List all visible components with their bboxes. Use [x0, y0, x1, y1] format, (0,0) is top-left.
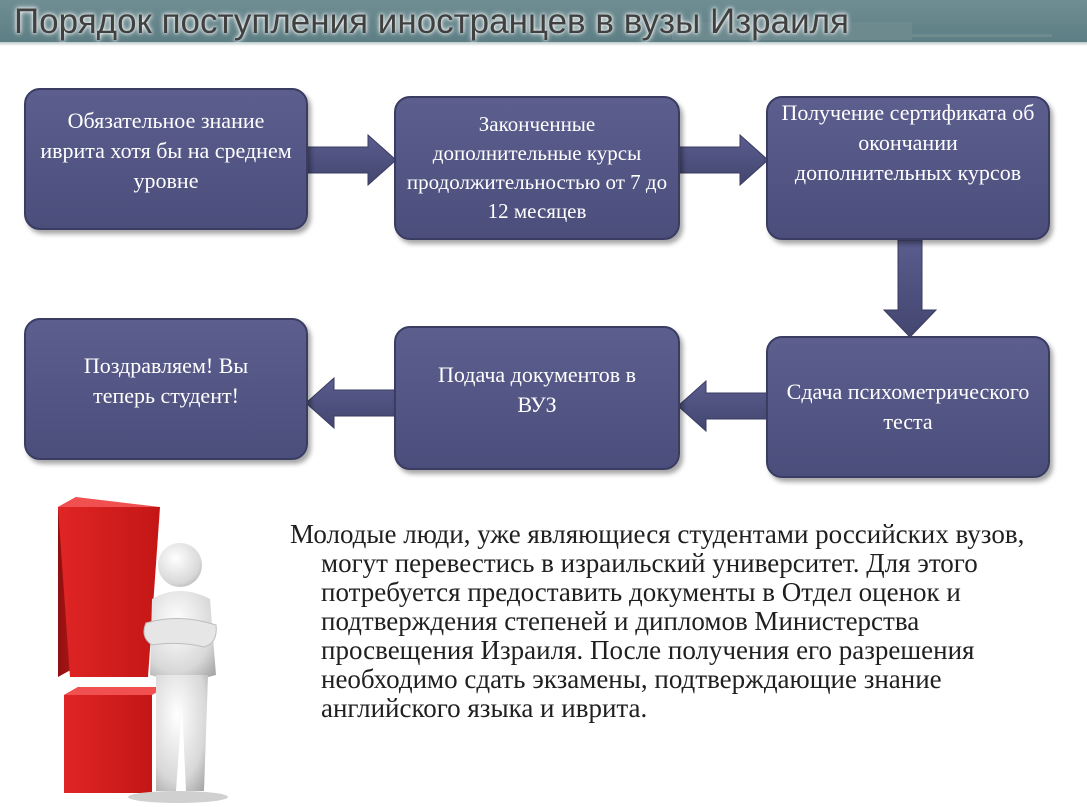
step-box-congrats: Поздравляем! Вы теперь студент! — [24, 318, 308, 460]
step-box-documents: Подача документов в ВУЗ — [394, 326, 680, 470]
step-text-courses: Законченные дополнительные курсы продолж… — [406, 112, 668, 223]
arrow-step4-to-step5 — [677, 379, 769, 433]
step-box-courses: Законченные дополнительные курсы продолж… — [394, 96, 680, 240]
figure-shadow — [128, 791, 228, 803]
step-text-hebrew: Обязательное знание иврита хотя бы на ср… — [40, 108, 292, 193]
header-accent-block — [672, 22, 912, 40]
exclamation-bar-front — [58, 507, 160, 677]
step-text-certificate: Получение сертификата об окончании допол… — [781, 100, 1035, 185]
step-text-psychometric: Сдача психометрического теста — [786, 379, 1030, 434]
header-accent-line — [912, 34, 1052, 37]
exclamation-dot-top — [64, 687, 166, 695]
arrow-step1-to-step2 — [305, 133, 397, 187]
figure-arms — [143, 617, 217, 648]
page-title: Порядок поступления иностранцев в вузы И… — [14, 2, 850, 41]
arrow-step2-to-step3 — [677, 133, 769, 187]
arrow-step3-to-step4 — [882, 239, 938, 338]
figure-legs — [156, 675, 208, 791]
exclamation-figure-illustration — [58, 497, 228, 803]
step-text-documents: Подача документов в ВУЗ — [438, 362, 636, 417]
step-box-hebrew: Обязательное знание иврита хотя бы на ср… — [24, 88, 308, 230]
transfer-info-paragraph: Молодые люди, уже являющиеся студентами … — [290, 519, 1025, 723]
arrow-step5-to-step6 — [305, 376, 397, 430]
step-box-psychometric: Сдача психометрического теста — [766, 336, 1050, 478]
exclamation-dot-front — [64, 695, 152, 793]
figure-head — [158, 543, 202, 587]
header-shadow — [0, 42, 1087, 46]
step-box-certificate: Получение сертификата об окончании допол… — [766, 96, 1050, 240]
step-text-congrats: Поздравляем! Вы теперь студент! — [83, 353, 249, 408]
